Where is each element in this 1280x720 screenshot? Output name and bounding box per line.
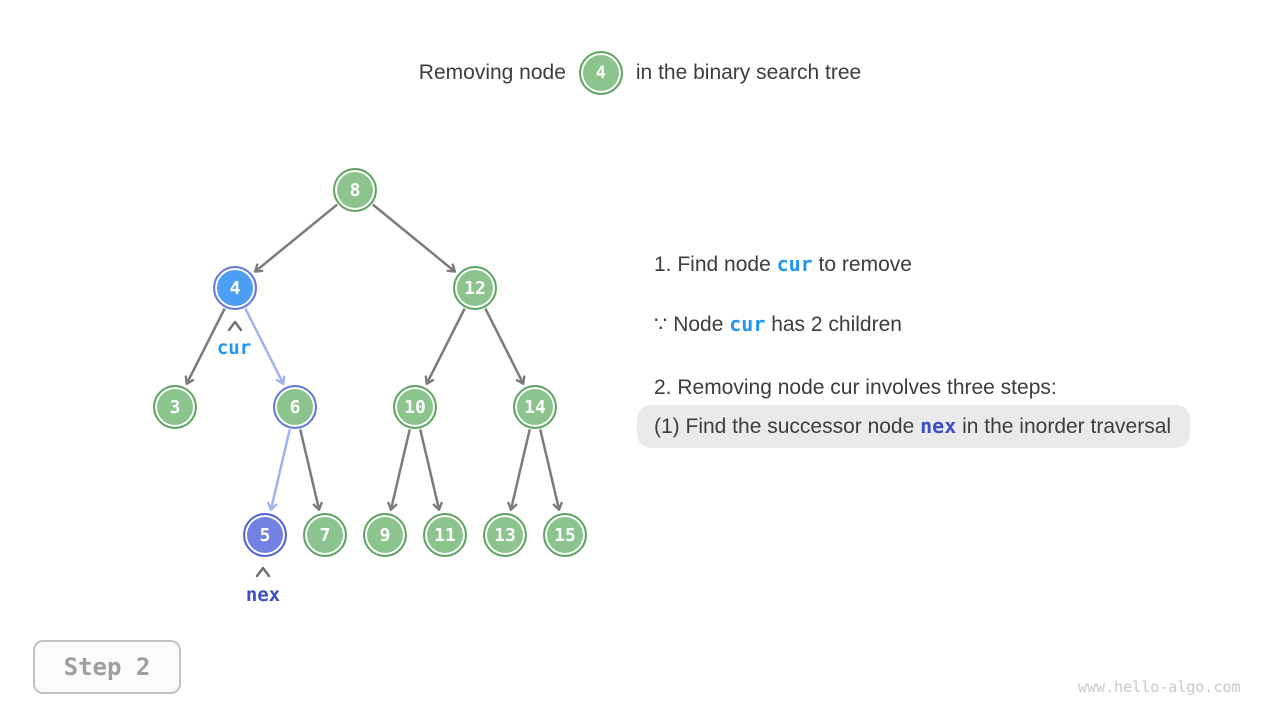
title-text-after: in the binary search tree: [635, 61, 862, 84]
keyword-cur: cur: [729, 312, 766, 336]
note-text: to remove: [812, 253, 912, 276]
edge-14-13: [507, 429, 531, 511]
keyword-nex: nex: [920, 414, 957, 438]
cur-caret-up-icon: [227, 320, 243, 332]
note-text: ∵ Node: [654, 313, 730, 336]
note-text: in the inorder traversal: [956, 415, 1172, 438]
tree-node-11: 11: [423, 513, 467, 557]
pointer-label-cur: cur: [216, 337, 252, 359]
note-line-highlighted: (1) Find the successor node nex in the i…: [637, 405, 1191, 448]
note-text: 1. Find node: [654, 253, 777, 276]
nex-caret-up-icon: [255, 566, 271, 578]
tree-node-6: 6: [273, 385, 317, 429]
tree-node-7: 7: [303, 513, 347, 557]
tree-node-5: 5: [243, 513, 287, 557]
tree-node-4: 4: [213, 266, 257, 310]
title-node-value: 4: [595, 63, 607, 83]
watermark: www.hello-algo.com: [1078, 678, 1241, 696]
edge-8-4: [253, 203, 338, 273]
note-line-3: 2. Removing node cur involves three step…: [637, 374, 1057, 402]
note-line-2: ∵ Node cur has 2 children: [637, 310, 902, 339]
pointer-label-nex: nex: [245, 584, 281, 606]
tree-node-10: 10: [393, 385, 437, 429]
tree-node-12: 12: [453, 266, 497, 310]
tree-node-3: 3: [153, 385, 197, 429]
tree-node-8: 8: [333, 168, 377, 212]
figure-title: Removing node 4 in the binary search tre…: [0, 51, 1280, 95]
title-text-before: Removing node: [418, 61, 566, 84]
step-indicator-label: Step 2: [63, 653, 151, 681]
tree-node-14: 14: [513, 385, 557, 429]
note-text: (1) Find the successor node: [654, 415, 921, 438]
edge-14-15: [539, 429, 563, 511]
edge-6-7: [299, 429, 323, 511]
edge-12-14: [484, 307, 526, 385]
title-node-badge: 4: [578, 51, 623, 95]
edge-6-5: [267, 429, 291, 511]
note-line-1: 1. Find node cur to remove: [637, 250, 912, 279]
step-indicator: Step 2: [33, 640, 181, 694]
note-text: has 2 children: [765, 313, 902, 336]
edge-10-9: [387, 429, 411, 511]
note-text: 2. Removing node cur involves three step…: [654, 376, 1057, 399]
tree-node-13: 13: [483, 513, 527, 557]
keyword-cur: cur: [776, 252, 813, 276]
edge-12-10: [424, 307, 466, 385]
edge-10-11: [419, 429, 443, 511]
tree-node-9: 9: [363, 513, 407, 557]
tree-node-15: 15: [543, 513, 587, 557]
edge-8-12: [372, 203, 457, 273]
